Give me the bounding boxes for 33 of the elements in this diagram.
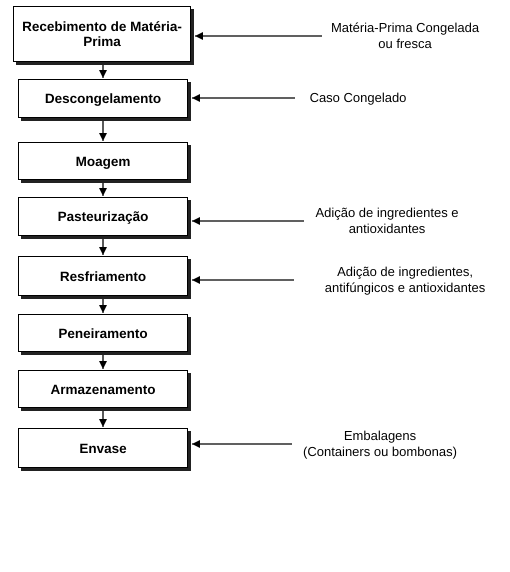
step-label: Descongelamento [44, 91, 162, 106]
step-label: Pasteurização [58, 209, 148, 224]
arrow [192, 94, 295, 102]
arrow [99, 119, 107, 141]
step-label: Peneiramento [58, 326, 148, 340]
step-label: Envase [79, 440, 127, 456]
arrow [99, 237, 107, 255]
arrow [192, 276, 294, 284]
arrow [99, 297, 107, 313]
step-label: Moagem [76, 154, 130, 168]
input-note: Embalagens (Containers ou bombonas) [302, 428, 458, 460]
input-note: Adição de ingredientes e antioxidantes [314, 204, 460, 238]
input-note: Caso Congelado [310, 90, 406, 106]
arrow [99, 409, 107, 427]
arrow [192, 440, 292, 448]
process-box [18, 142, 188, 180]
step-label: Armazenamento [50, 382, 156, 396]
arrow [192, 217, 304, 225]
process-box [18, 256, 188, 296]
arrow [99, 181, 107, 196]
arrow [99, 353, 107, 369]
input-note: Adição de ingredientes, antifúngicos e antioxidantes [324, 264, 486, 296]
step-label: Resfriamento [60, 268, 146, 284]
arrow [195, 32, 322, 40]
process-box [13, 6, 191, 62]
process-box [18, 428, 188, 468]
process-box [18, 197, 188, 236]
arrow [99, 63, 107, 78]
process-box [18, 314, 188, 352]
input-note: Matéria-Prima Congelada ou fresca [330, 20, 480, 52]
process-box [18, 370, 188, 408]
step-label: Recebimento de Matéria-Prima [21, 19, 183, 49]
process-box [18, 79, 188, 118]
